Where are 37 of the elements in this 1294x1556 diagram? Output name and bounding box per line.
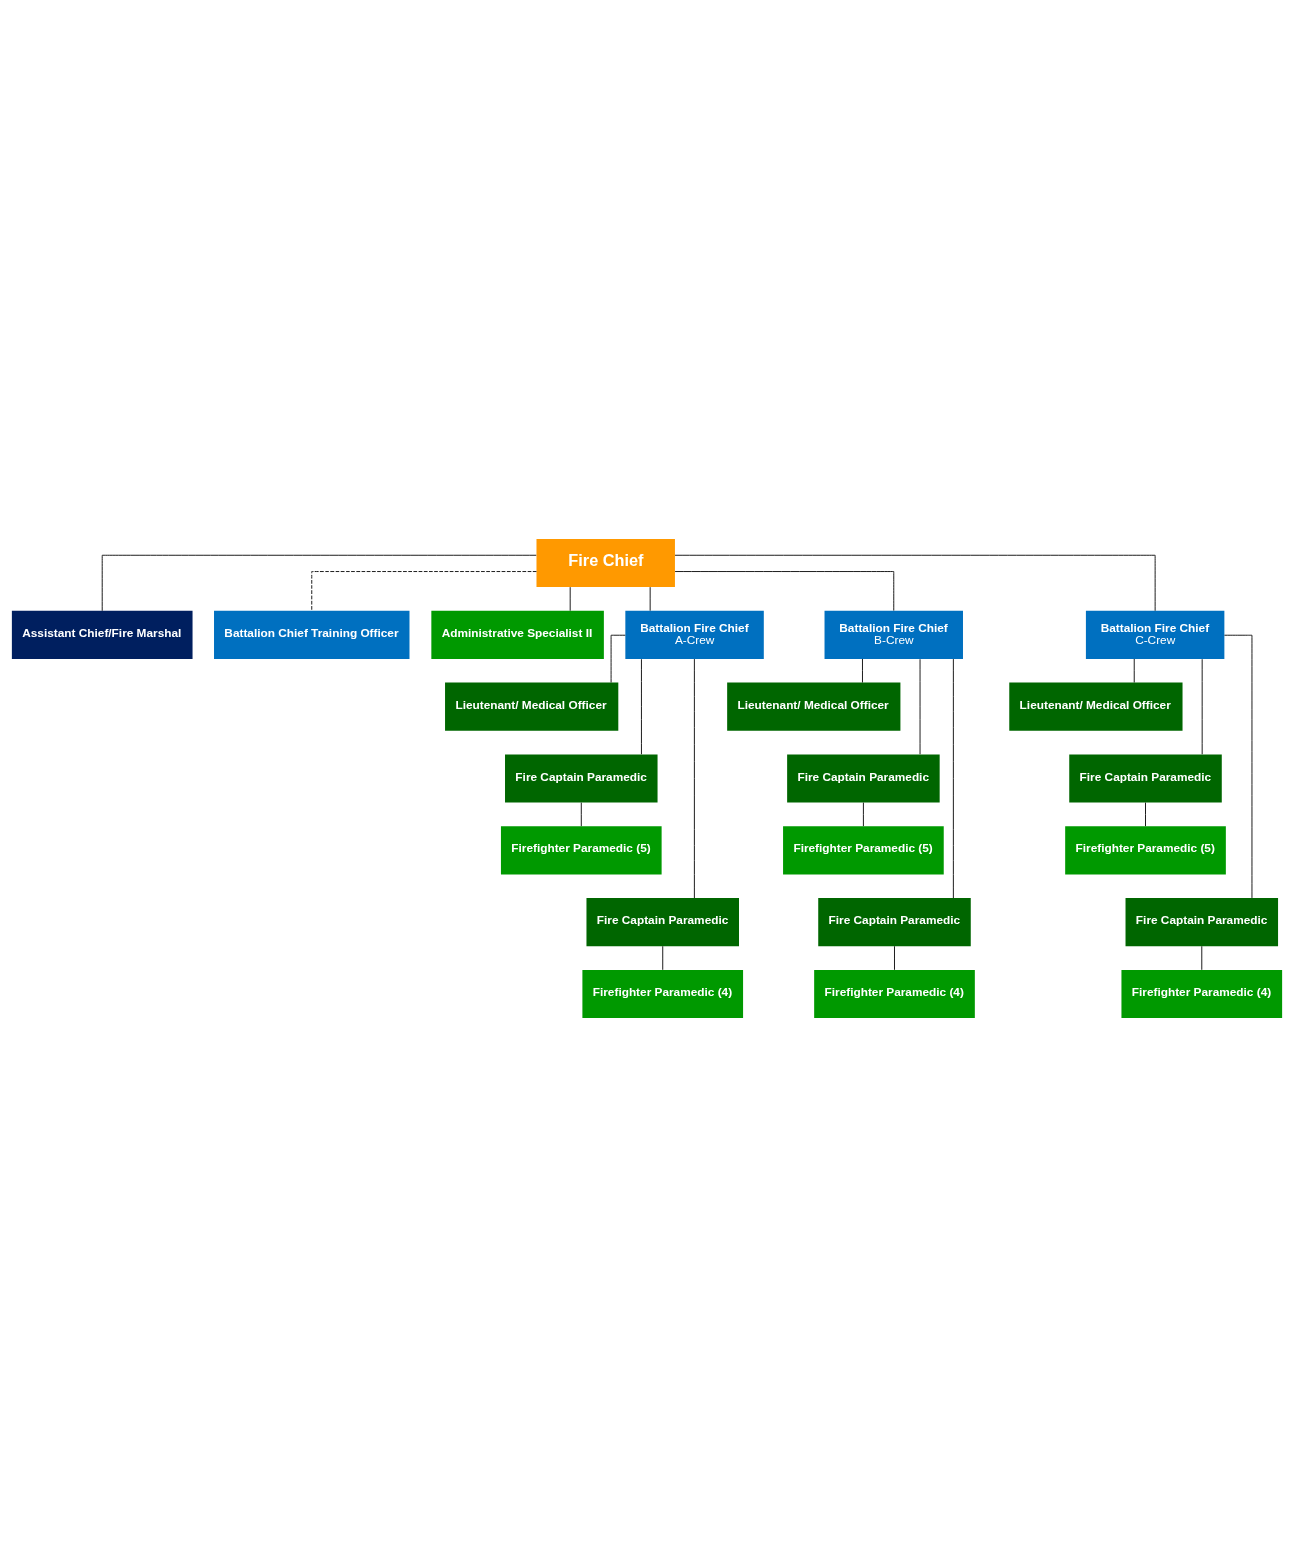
- node-box: Battalion Fire Chief B-Crew: [824, 610, 963, 659]
- connector: [1224, 634, 1253, 898]
- connector: [894, 945, 895, 970]
- node-box: Battalion Fire Chief C-Crew: [1085, 610, 1225, 659]
- connector: [862, 658, 863, 683]
- node-box: Fire Captain Paramedic: [1069, 753, 1222, 803]
- node-box: Fire Chief: [536, 538, 675, 587]
- node-box: Firefighter Paramedic (4): [582, 969, 744, 1018]
- connector: [862, 801, 864, 827]
- node-box: Firefighter Paramedic (5): [1065, 825, 1226, 874]
- connector: [1145, 801, 1146, 827]
- connector: [580, 801, 582, 827]
- node-box: Firefighter Paramedic (5): [783, 825, 944, 874]
- node-box: Fire Captain Paramedic: [818, 897, 971, 946]
- node-box: Firefighter Paramedic (5): [500, 825, 662, 874]
- connector: [674, 554, 1156, 611]
- node-box: Fire Captain Paramedic: [787, 753, 940, 803]
- node-box: Fire Captain Paramedic: [505, 753, 658, 803]
- connector: [952, 658, 954, 898]
- node-box: Lieutenant/ Medical Officer: [1009, 682, 1183, 731]
- connector: [693, 658, 695, 898]
- node-box: Lieutenant/ Medical Officer: [727, 682, 901, 731]
- node-box: Lieutenant/ Medical Officer: [445, 682, 619, 731]
- connector: [311, 570, 537, 611]
- connector: [674, 570, 895, 611]
- node-box: Firefighter Paramedic (4): [814, 969, 975, 1018]
- connector: [662, 945, 664, 970]
- node-box: Battalion Fire Chief A-Crew: [625, 610, 764, 659]
- node-box: Administrative Specialist II: [431, 610, 604, 659]
- connector: [610, 634, 626, 683]
- node-box: Battalion Chief Training Officer: [214, 610, 410, 659]
- node-box: Assistant Chief/Fire Marshal: [11, 610, 193, 659]
- node-box: Firefighter Paramedic (4): [1121, 969, 1283, 1018]
- node-box: Fire Captain Paramedic: [1125, 897, 1279, 946]
- connector: [641, 658, 642, 755]
- node-box: Fire Captain Paramedic: [586, 897, 739, 946]
- connector: [101, 554, 537, 611]
